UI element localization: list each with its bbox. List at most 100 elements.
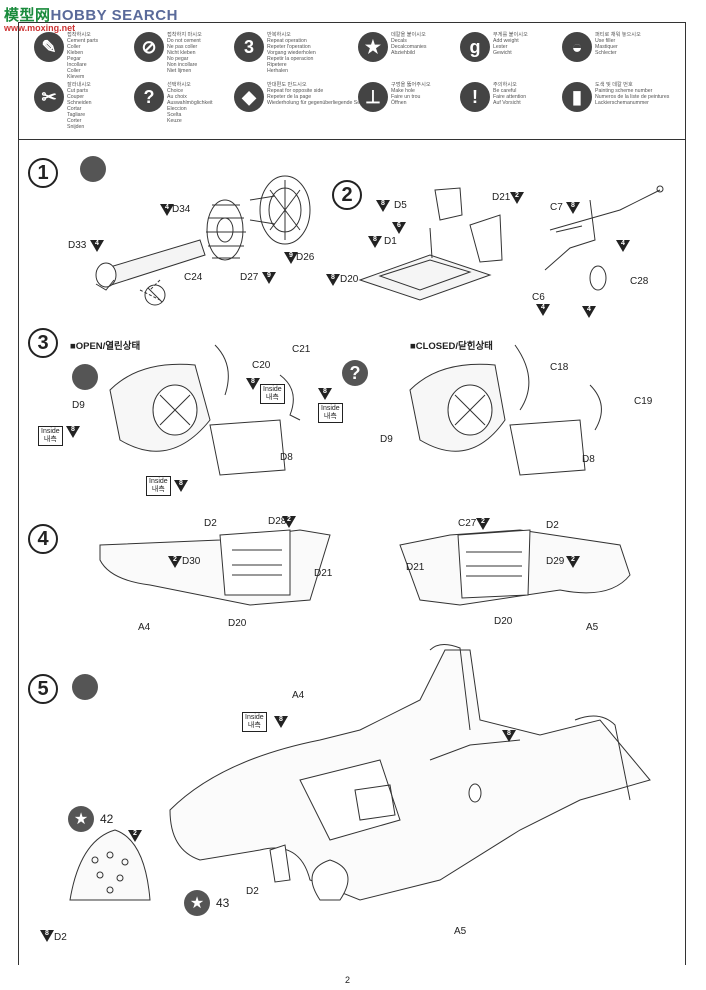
cement-icon bbox=[72, 674, 98, 700]
decal-number: 43 bbox=[216, 896, 230, 910]
paint-number-badge: 4 bbox=[536, 304, 550, 316]
cement-icon bbox=[80, 156, 106, 182]
part-label: D34 bbox=[172, 204, 191, 215]
part-label: D1 bbox=[384, 236, 397, 247]
paint-number-badge: 8 bbox=[326, 274, 340, 286]
paint-number: 9 bbox=[289, 252, 293, 259]
part-label: D9 bbox=[380, 434, 393, 445]
paint-number-badge: 8 bbox=[368, 236, 382, 248]
step-2-number: 2 bbox=[332, 180, 362, 210]
legend-text: 구멍을 뚫어주시오 Make hole Faire un trou Öffnen bbox=[391, 82, 431, 106]
cowl-open-drawing bbox=[109, 344, 301, 476]
part-label: D20 bbox=[228, 618, 247, 629]
part-label: D8 bbox=[582, 454, 595, 465]
paint-number-badge: 4 bbox=[160, 204, 174, 216]
part-label: A5 bbox=[454, 926, 467, 937]
instruction-frame bbox=[18, 140, 686, 965]
closed-state-header: ■CLOSED/닫힌상태 bbox=[410, 341, 493, 352]
paint-number: 8 bbox=[279, 716, 283, 723]
paint-number: 9 bbox=[267, 272, 271, 279]
legend-item: ★데칼을 붙이시오 Decals Decalcomanies Abziehbil… bbox=[358, 32, 426, 62]
watermark-url: www.moxing.net bbox=[4, 23, 76, 33]
paint-number-badge: 8 bbox=[318, 388, 332, 400]
paint-number-badge: 8 bbox=[376, 200, 390, 212]
step-5-number: 5 bbox=[28, 674, 58, 704]
part-label: D8 bbox=[280, 452, 293, 463]
page-number: 2 bbox=[345, 975, 351, 985]
decal-icon: ★ bbox=[184, 890, 210, 916]
paint-number-badge: 4 bbox=[90, 240, 104, 252]
legend-text: 주의하시오 Be careful Faire attention Auf Vor… bbox=[493, 82, 527, 106]
open-state-header: ■OPEN/열린상태 bbox=[70, 341, 141, 352]
paint-number: 8 bbox=[45, 930, 49, 937]
part-label: D21 bbox=[314, 568, 333, 579]
paint-number: 8 bbox=[323, 388, 327, 395]
part-label: D21 bbox=[492, 192, 511, 203]
part-label: C19 bbox=[634, 396, 653, 407]
legend-item: ⊘접착하지 마시오 Do not cement Ne pas coller Ni… bbox=[134, 32, 202, 74]
legend-item: ?선택하시오 Choice Au choix Auswahlmöglichkei… bbox=[134, 82, 213, 124]
paint-number: 2 bbox=[173, 556, 177, 563]
legend-text: 잘라내시오 Cut parts Couper Schneiden Cortar … bbox=[67, 82, 92, 130]
part-label: D5 bbox=[394, 200, 407, 211]
watermark-text: HOBBY SEARCH bbox=[50, 7, 178, 24]
paint-number: 8 bbox=[331, 274, 335, 281]
fuselage-right-drawing bbox=[399, 529, 631, 606]
legend-text: 접착하지 마시오 Do not cement Ne pas coller Nic… bbox=[167, 32, 202, 74]
part-label: C28 bbox=[630, 276, 649, 287]
paint-number: 8 bbox=[571, 202, 575, 209]
part-label: D27 bbox=[240, 272, 259, 283]
part-label: D20 bbox=[494, 616, 513, 627]
part-label: D28 bbox=[268, 516, 287, 527]
paint-number: 8 bbox=[507, 730, 511, 737]
paint-number: 8 bbox=[179, 480, 183, 487]
cowl-closed-drawing bbox=[409, 344, 602, 476]
legend-item: ✂잘라내시오 Cut parts Couper Schneiden Cortar… bbox=[34, 82, 92, 130]
legend-item: ▮도색 및 데칼 번호 Painting scheme number Numer… bbox=[562, 82, 669, 112]
no-cement-icon: ⊘ bbox=[134, 32, 164, 62]
paint-number-badge: 2 bbox=[476, 518, 490, 530]
part-label: D2 bbox=[54, 932, 67, 943]
paint-number: 8 bbox=[381, 200, 385, 207]
legend-text: 접착하시오 Cement parts Coller Kleben Pegar I… bbox=[67, 32, 99, 80]
paint-number-badge: 2 bbox=[510, 192, 524, 204]
paint-number-badge: 9 bbox=[262, 272, 276, 284]
paint-number-badge: 8 bbox=[566, 202, 580, 214]
part-label: D33 bbox=[68, 240, 87, 251]
part-label: D30 bbox=[182, 556, 201, 567]
part-label: C18 bbox=[550, 362, 569, 373]
watermark: 模型网HOBBY SEARCH bbox=[4, 4, 178, 25]
part-label: D2 bbox=[246, 886, 259, 897]
weight-icon: g bbox=[460, 32, 490, 62]
paint-number-badge: 8 bbox=[174, 480, 188, 492]
part-label: C7 bbox=[550, 202, 563, 213]
paint-number-badge: 4 bbox=[616, 240, 630, 252]
paint-number-badge: 8 bbox=[274, 716, 288, 728]
engine-assembly-drawing bbox=[95, 175, 311, 306]
paint-number-badge: 4 bbox=[582, 306, 596, 318]
airframe-assembly-drawing bbox=[69, 644, 651, 901]
paint-number-badge: 9 bbox=[284, 252, 298, 264]
legend-box bbox=[18, 22, 686, 140]
repeat-icon: 3 bbox=[234, 32, 264, 62]
paint-number: 6 bbox=[397, 222, 401, 229]
paint-number: 4 bbox=[587, 306, 591, 313]
part-label: C24 bbox=[184, 272, 203, 283]
decal-icon: ★ bbox=[68, 806, 94, 832]
paint-number-badge: 8 bbox=[502, 730, 516, 742]
paint-number: 2 bbox=[481, 518, 485, 525]
paint-number-badge: 8 bbox=[246, 378, 260, 390]
watermark-logo: 模型网 bbox=[4, 7, 51, 24]
drill-icon: ⊥ bbox=[358, 82, 388, 112]
paint-number: 4 bbox=[95, 240, 99, 247]
part-label: D2 bbox=[546, 520, 559, 531]
part-label: D9 bbox=[72, 400, 85, 411]
paint-number-badge: 2 bbox=[168, 556, 182, 568]
cement-icon bbox=[72, 364, 98, 390]
